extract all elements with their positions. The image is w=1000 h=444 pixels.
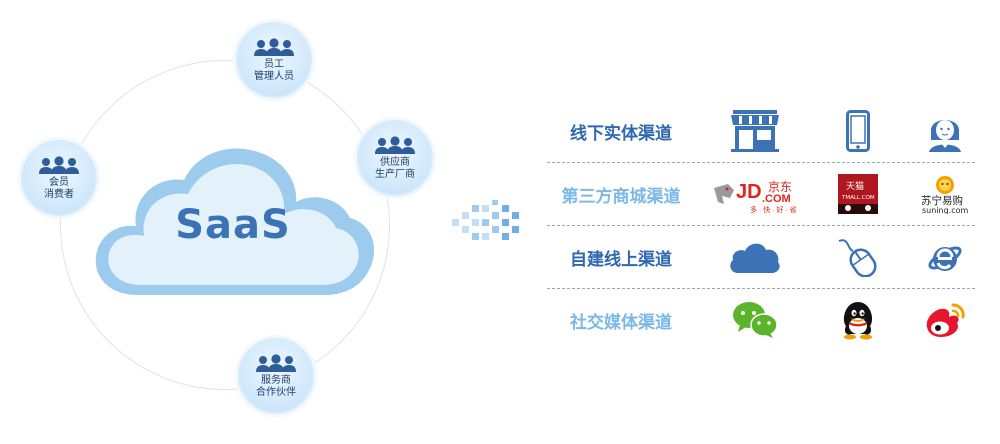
node-supplier-line2: 生产厂商	[375, 168, 415, 180]
weibo-icon	[915, 297, 975, 343]
jd-logo: JD 京东 .COM 多 · 快 · 好 · 省	[712, 171, 802, 217]
node-partner-line2: 合作伙伴	[256, 386, 296, 398]
channel-name: 社交媒体渠道	[570, 312, 672, 333]
cloud-icon	[725, 234, 785, 280]
node-member-line1: 会员	[49, 176, 69, 188]
mouse-icon	[828, 234, 888, 280]
internet-explorer-icon	[915, 234, 975, 280]
people-icon	[38, 155, 80, 174]
people-icon	[374, 135, 416, 154]
jd-slogan: 多 · 快 · 好 · 省	[750, 205, 797, 214]
node-supplier-line1: 供应商	[380, 156, 410, 168]
suning-logo: 苏宁易购 suning.com	[915, 171, 975, 217]
jd-brand: JD	[736, 181, 762, 203]
node-staff-line2: 管理人员	[254, 70, 294, 82]
saas-cloud: SaaS	[88, 140, 378, 305]
channel-list: 线下实体渠道	[547, 100, 975, 351]
tmall-cn: 天猫	[846, 180, 864, 192]
jd-cn: 京东	[768, 180, 792, 194]
channel-row-third-party: 第三方商城渠道 JD 京东 .COM 多 · 快 · 好 · 省 天猫 TMAL…	[547, 162, 975, 225]
node-partner-line1: 服务商	[261, 374, 291, 386]
jd-sub: .COM	[762, 193, 791, 205]
saas-label: SaaS	[175, 202, 291, 248]
channel-row-offline: 线下实体渠道	[547, 100, 975, 162]
channel-row-self-built: 自建线上渠道	[547, 225, 975, 288]
cloud-shape	[95, 148, 374, 295]
node-staff-line1: 员工	[264, 58, 284, 70]
channel-name: 线下实体渠道	[570, 123, 672, 144]
node-member-line2: 消费者	[44, 188, 74, 200]
orbit-ring	[60, 60, 390, 390]
tmall-logo: 天猫 TMALL.COM	[828, 171, 888, 217]
dot-arrow-icon	[450, 200, 524, 246]
wechat-icon	[725, 297, 785, 343]
people-icon	[253, 37, 295, 56]
smartphone-icon	[828, 108, 888, 154]
suning-sub: suning.com	[922, 206, 969, 214]
tmall-sub: TMALL.COM	[841, 195, 875, 201]
node-supplier: 供应商 生产厂商	[357, 120, 433, 196]
channel-name: 第三方商城渠道	[561, 186, 681, 207]
node-staff: 员工 管理人员	[236, 22, 312, 98]
suning-cn: 苏宁易购	[921, 194, 963, 207]
channel-name: 自建线上渠道	[570, 249, 672, 270]
people-icon	[255, 353, 297, 372]
node-member: 会员 消费者	[21, 140, 97, 216]
qq-icon	[828, 297, 888, 343]
customer-service-icon	[915, 108, 975, 154]
node-partner: 服务商 合作伙伴	[238, 338, 314, 414]
store-icon	[725, 108, 785, 154]
channel-row-social: 社交媒体渠道	[547, 288, 975, 351]
